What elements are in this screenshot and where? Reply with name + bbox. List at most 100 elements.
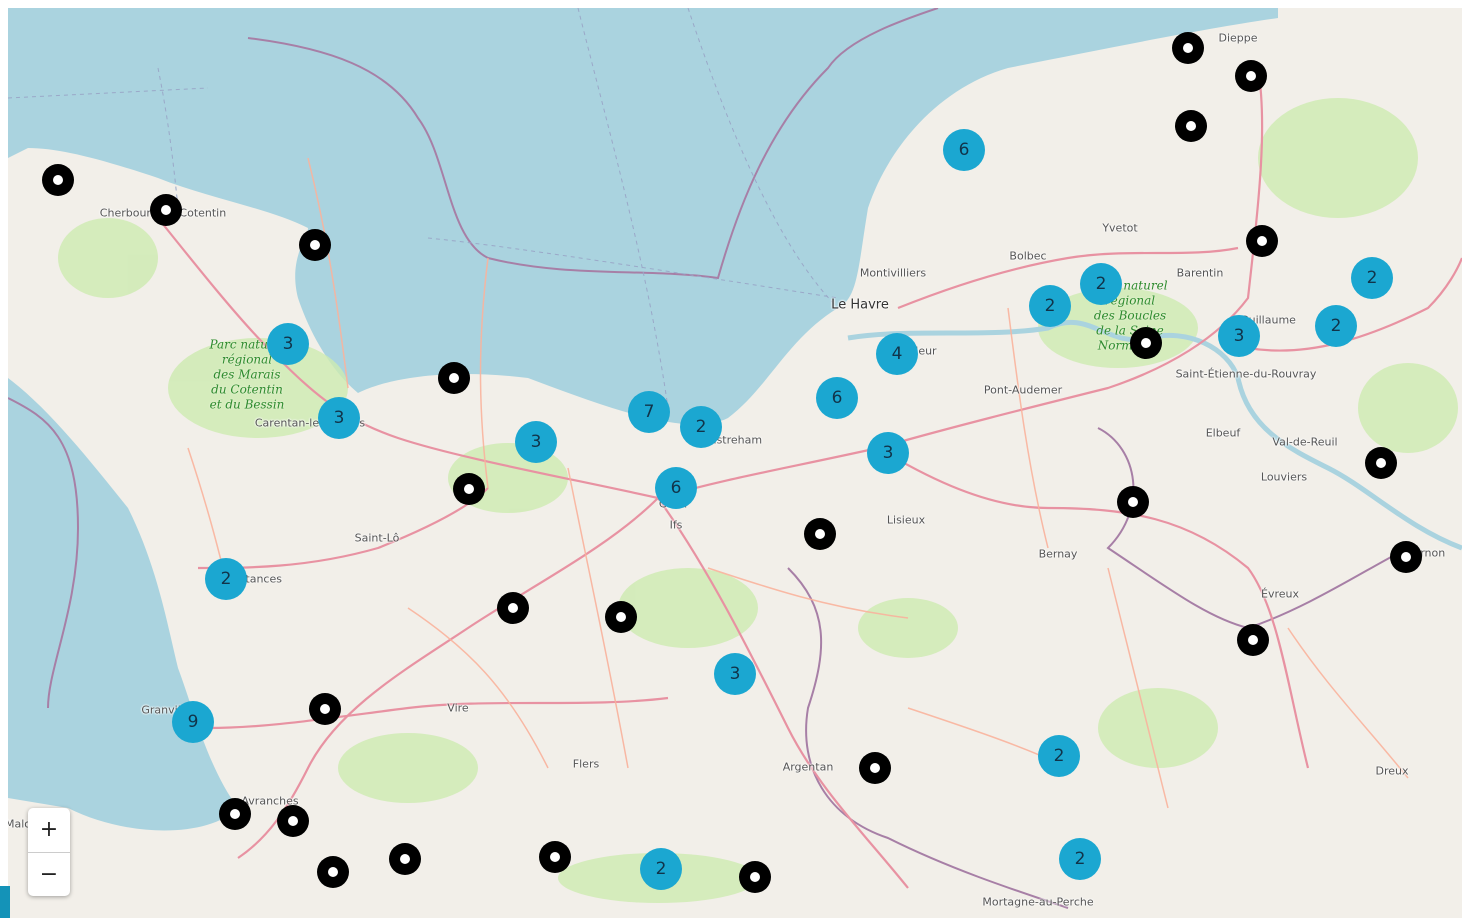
cluster-marker[interactable]: 2	[640, 848, 682, 890]
map-tiles	[8, 8, 1462, 918]
location-marker[interactable]	[1117, 486, 1149, 518]
cluster-marker[interactable]: 6	[816, 377, 858, 419]
marker-dot-icon	[1376, 458, 1386, 468]
place-label: Louviers	[1260, 470, 1308, 484]
cluster-marker[interactable]: 2	[1315, 305, 1357, 347]
location-marker[interactable]	[317, 856, 349, 888]
marker-dot-icon	[53, 175, 63, 185]
cluster-marker[interactable]: 3	[515, 421, 557, 463]
cluster-marker[interactable]: 6	[655, 467, 697, 509]
cluster-marker[interactable]: 6	[943, 129, 985, 171]
location-marker[interactable]	[299, 229, 331, 261]
location-marker[interactable]	[1237, 624, 1269, 656]
cluster-marker[interactable]: 9	[172, 701, 214, 743]
location-marker[interactable]	[453, 473, 485, 505]
place-label: Évreux	[1261, 587, 1299, 601]
marker-dot-icon	[400, 854, 410, 864]
marker-dot-icon	[1246, 71, 1256, 81]
marker-dot-icon	[464, 484, 474, 494]
location-marker[interactable]	[150, 194, 182, 226]
location-marker[interactable]	[309, 693, 341, 725]
marker-dot-icon	[288, 816, 298, 826]
marker-dot-icon	[1248, 635, 1258, 645]
corner-tab	[0, 886, 10, 918]
place-label: Barentin	[1176, 266, 1224, 280]
zoom-in-button[interactable]: +	[28, 808, 70, 852]
marker-dot-icon	[449, 373, 459, 383]
marker-dot-icon	[1141, 338, 1151, 348]
location-marker[interactable]	[1130, 327, 1162, 359]
location-marker[interactable]	[539, 841, 571, 873]
location-marker[interactable]	[804, 518, 836, 550]
marker-dot-icon	[550, 852, 560, 862]
location-marker[interactable]	[42, 164, 74, 196]
marker-dot-icon	[320, 704, 330, 714]
cluster-marker[interactable]: 7	[628, 391, 670, 433]
place-label: Saint-Étienne-du-Rouvray	[1175, 367, 1317, 381]
location-marker[interactable]	[1246, 225, 1278, 257]
place-label: Argentan	[782, 760, 834, 774]
place-label: Saint-Lô	[354, 531, 400, 545]
marker-dot-icon	[616, 612, 626, 622]
location-marker[interactable]	[1365, 447, 1397, 479]
cluster-marker[interactable]: 2	[205, 558, 247, 600]
marker-dot-icon	[870, 763, 880, 773]
zoom-control: + −	[28, 808, 70, 896]
place-label: Mortagne-au-Perche	[982, 895, 1094, 909]
cluster-marker[interactable]: 2	[1029, 285, 1071, 327]
cluster-marker[interactable]: 2	[1059, 838, 1101, 880]
place-label: Pont-Audemer	[983, 383, 1063, 397]
location-marker[interactable]	[1172, 32, 1204, 64]
location-marker[interactable]	[605, 601, 637, 633]
cluster-marker[interactable]: 2	[680, 406, 722, 448]
place-label: Le Havre	[831, 297, 889, 313]
cluster-marker[interactable]: 3	[267, 323, 309, 365]
cluster-marker[interactable]: 3	[714, 653, 756, 695]
place-label: Dreux	[1375, 764, 1409, 778]
location-marker[interactable]	[1175, 110, 1207, 142]
cluster-marker[interactable]: 3	[318, 397, 360, 439]
location-marker[interactable]	[438, 362, 470, 394]
place-label: Malo	[8, 817, 32, 831]
place-label: Ifs	[669, 518, 683, 532]
cluster-marker[interactable]: 2	[1080, 263, 1122, 305]
zoom-out-button[interactable]: −	[28, 852, 70, 896]
marker-dot-icon	[161, 205, 171, 215]
cluster-marker[interactable]: 4	[876, 333, 918, 375]
place-label: Avranches	[241, 794, 299, 808]
location-marker[interactable]	[219, 798, 251, 830]
marker-dot-icon	[310, 240, 320, 250]
place-label: Elbeuf	[1205, 426, 1241, 440]
marker-dot-icon	[750, 872, 760, 882]
place-label: Bolbec	[1009, 249, 1047, 263]
cluster-marker[interactable]: 2	[1038, 735, 1080, 777]
place-label: Flers	[572, 757, 600, 771]
location-marker[interactable]	[739, 861, 771, 893]
marker-dot-icon	[328, 867, 338, 877]
place-label: Lisieux	[886, 513, 926, 527]
marker-dot-icon	[815, 529, 825, 539]
place-label: Dieppe	[1218, 31, 1258, 45]
marker-dot-icon	[508, 603, 518, 613]
location-marker[interactable]	[859, 752, 891, 784]
cluster-marker[interactable]: 3	[867, 432, 909, 474]
marker-dot-icon	[1257, 236, 1267, 246]
place-label: Val-de-Reuil	[1272, 435, 1338, 449]
marker-dot-icon	[1401, 552, 1411, 562]
location-marker[interactable]	[1235, 60, 1267, 92]
location-marker[interactable]	[389, 843, 421, 875]
marker-dot-icon	[1128, 497, 1138, 507]
cluster-marker[interactable]: 3	[1218, 315, 1260, 357]
marker-dot-icon	[1183, 43, 1193, 53]
location-marker[interactable]	[497, 592, 529, 624]
marker-dot-icon	[1186, 121, 1196, 131]
place-label: Vire	[447, 701, 469, 715]
cluster-marker[interactable]: 2	[1351, 257, 1393, 299]
map-view[interactable]: DieppeCherbourg-en-CotentinYvetotBolbecB…	[8, 8, 1462, 918]
place-label: Bernay	[1038, 547, 1078, 561]
location-marker[interactable]	[277, 805, 309, 837]
location-marker[interactable]	[1390, 541, 1422, 573]
place-label: Montivilliers	[859, 266, 927, 280]
place-label: Yvetot	[1102, 221, 1138, 235]
